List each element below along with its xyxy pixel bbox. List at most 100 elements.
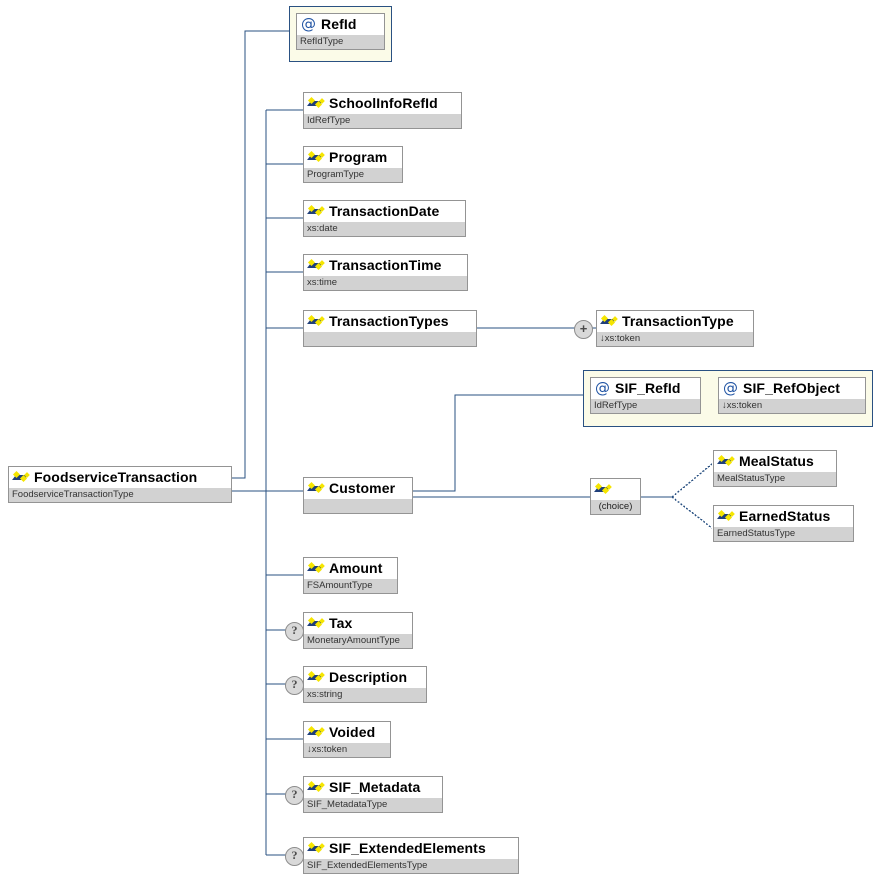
node-amount[interactable]: Amount FSAmountType <box>303 557 398 594</box>
node-type: ProgramType <box>304 167 402 182</box>
node-title: SchoolInfoRefId <box>304 93 461 113</box>
node-title: Voided <box>304 722 390 742</box>
node-title: TransactionDate <box>304 201 465 221</box>
node-choice-compositor[interactable]: (choice) <box>590 478 641 515</box>
node-label: Amount <box>329 560 383 576</box>
node-type: (choice) <box>591 499 640 514</box>
element-icon <box>307 96 325 110</box>
node-title: Program <box>304 147 402 167</box>
node-label: TransactionDate <box>329 203 440 219</box>
node-refid[interactable]: @ RefId RefIdType <box>296 13 385 50</box>
node-type: ↓xs:token <box>304 742 390 757</box>
node-sif-metadata[interactable]: SIF_Metadata SIF_MetadataType <box>303 776 443 813</box>
node-type <box>304 331 476 346</box>
node-label: SIF_RefObject <box>743 380 840 396</box>
node-label: EarnedStatus <box>739 508 831 524</box>
attribute-icon: @ <box>595 378 611 397</box>
optional-marker-description[interactable]: ? <box>285 676 304 695</box>
optional-marker-sif-metadata[interactable]: ? <box>285 786 304 805</box>
node-label: Customer <box>329 480 396 496</box>
expand-transactiontype-button[interactable]: + <box>574 320 593 339</box>
node-label: SIF_RefId <box>615 380 681 396</box>
node-label: TransactionType <box>622 313 734 329</box>
node-type: xs:string <box>304 687 426 702</box>
node-title: Description <box>304 667 426 687</box>
node-type: IdRefType <box>304 113 461 128</box>
element-icon <box>307 204 325 218</box>
node-sif-extendedelements[interactable]: SIF_ExtendedElements SIF_ExtendedElement… <box>303 837 519 874</box>
node-transactiondate[interactable]: TransactionDate xs:date <box>303 200 466 237</box>
node-type: IdRefType <box>591 398 700 413</box>
node-label: MealStatus <box>739 453 814 469</box>
element-icon <box>307 258 325 272</box>
element-icon <box>307 561 325 575</box>
node-title: Tax <box>304 613 412 633</box>
optional-marker-sif-extendedelements[interactable]: ? <box>285 847 304 866</box>
node-title: TransactionTypes <box>304 311 476 331</box>
node-transactiontime[interactable]: TransactionTime xs:time <box>303 254 468 291</box>
element-icon <box>307 314 325 328</box>
node-label: SchoolInfoRefId <box>329 95 438 111</box>
node-label: Program <box>329 149 388 165</box>
node-label: SIF_ExtendedElements <box>329 840 486 856</box>
node-label: TransactionTypes <box>329 313 449 329</box>
node-label: FoodserviceTransaction <box>34 469 198 485</box>
node-type: RefIdType <box>297 34 384 49</box>
node-title: SIF_Metadata <box>304 777 442 797</box>
node-title: SIF_ExtendedElements <box>304 838 518 858</box>
choice-icon <box>594 482 612 496</box>
node-label: Voided <box>329 724 376 740</box>
node-customer[interactable]: Customer <box>303 477 413 514</box>
element-icon <box>12 470 30 484</box>
node-voided[interactable]: Voided ↓xs:token <box>303 721 391 758</box>
attribute-icon: @ <box>301 14 317 33</box>
node-type: FoodserviceTransactionType <box>9 487 231 502</box>
node-type: ↓xs:token <box>719 398 865 413</box>
node-transactiontype[interactable]: TransactionType ↓xs:token <box>596 310 754 347</box>
element-icon <box>307 780 325 794</box>
node-title: MealStatus <box>714 451 836 471</box>
node-title: EarnedStatus <box>714 506 853 526</box>
node-title: @ RefId <box>297 14 384 34</box>
element-icon <box>307 725 325 739</box>
node-sif-refobject[interactable]: @ SIF_RefObject ↓xs:token <box>718 377 866 414</box>
optional-marker-tax[interactable]: ? <box>285 622 304 641</box>
node-tax[interactable]: Tax MonetaryAmountType <box>303 612 413 649</box>
element-icon <box>307 841 325 855</box>
node-type: MonetaryAmountType <box>304 633 412 648</box>
node-title: @ SIF_RefObject <box>719 378 865 398</box>
node-earnedstatus[interactable]: EarnedStatus EarnedStatusType <box>713 505 854 542</box>
node-type: xs:date <box>304 221 465 236</box>
element-icon <box>600 314 618 328</box>
node-title: TransactionType <box>597 311 753 331</box>
attribute-icon: @ <box>723 378 739 397</box>
element-icon <box>307 150 325 164</box>
node-type: ↓xs:token <box>597 331 753 346</box>
node-title: @ SIF_RefId <box>591 378 700 398</box>
element-icon <box>307 616 325 630</box>
element-icon <box>307 670 325 684</box>
node-sif-refid[interactable]: @ SIF_RefId IdRefType <box>590 377 701 414</box>
node-schoolinforefid[interactable]: SchoolInfoRefId IdRefType <box>303 92 462 129</box>
node-title: Amount <box>304 558 397 578</box>
node-type: xs:time <box>304 275 467 290</box>
node-foodservicetransaction[interactable]: FoodserviceTransaction FoodserviceTransa… <box>8 466 232 503</box>
node-program[interactable]: Program ProgramType <box>303 146 403 183</box>
node-label: Tax <box>329 615 353 631</box>
element-icon <box>307 481 325 495</box>
node-type: FSAmountType <box>304 578 397 593</box>
node-label: RefId <box>321 16 357 32</box>
element-icon <box>717 509 735 523</box>
node-label: SIF_Metadata <box>329 779 421 795</box>
node-transactiontypes[interactable]: TransactionTypes <box>303 310 477 347</box>
node-type: EarnedStatusType <box>714 526 853 541</box>
node-title: FoodserviceTransaction <box>9 467 231 487</box>
node-description[interactable]: Description xs:string <box>303 666 427 703</box>
node-title: TransactionTime <box>304 255 467 275</box>
node-type: SIF_MetadataType <box>304 797 442 812</box>
node-mealstatus[interactable]: MealStatus MealStatusType <box>713 450 837 487</box>
element-icon <box>717 454 735 468</box>
node-type: MealStatusType <box>714 471 836 486</box>
